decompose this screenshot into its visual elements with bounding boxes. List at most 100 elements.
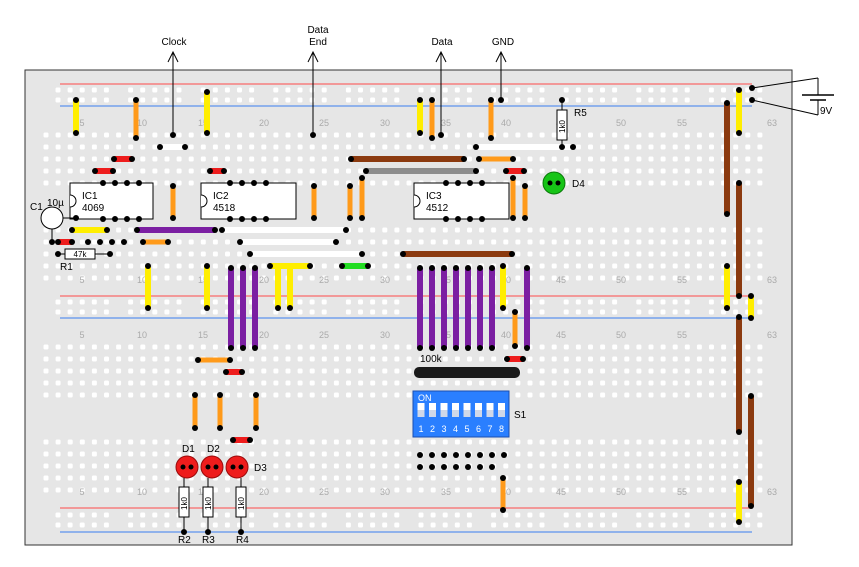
breadboard-hole <box>709 451 714 457</box>
breadboard-hole <box>370 251 376 257</box>
breadboard-hole <box>346 168 351 174</box>
breadboard-hole <box>757 356 763 362</box>
breadboard-hole <box>67 522 73 528</box>
breadboard-hole <box>333 275 339 281</box>
breadboard-hole <box>382 144 388 150</box>
breadboard-hole <box>116 344 122 350</box>
breadboard-hole <box>333 168 339 174</box>
connection-point <box>453 452 459 458</box>
breadboard-hole <box>624 356 630 362</box>
breadboard-hole <box>709 144 714 150</box>
breadboard-hole <box>588 380 593 386</box>
breadboard-hole <box>696 380 702 386</box>
connection-point <box>441 265 447 271</box>
connection-point <box>500 507 506 513</box>
breadboard-hole <box>285 522 291 528</box>
breadboard-hole <box>733 144 739 150</box>
breadboard-hole <box>563 251 569 257</box>
breadboard-hole <box>660 487 666 493</box>
connection-point <box>85 239 91 245</box>
breadboard-hole <box>648 380 654 386</box>
breadboard-hole <box>563 156 569 162</box>
breadboard-hole <box>479 356 485 362</box>
breadboard-hole <box>382 439 388 445</box>
breadboard-hole <box>104 239 109 245</box>
breadboard-hole <box>249 475 255 481</box>
battery-voltage-label: 9V <box>820 106 833 117</box>
breadboard-hole <box>660 309 666 315</box>
connection-point <box>223 369 229 375</box>
breadboard-hole <box>273 439 279 445</box>
breadboard-hole <box>55 463 61 469</box>
breadboard-hole <box>648 227 654 233</box>
breadboard-hole <box>91 309 97 315</box>
breadboard-hole <box>660 463 666 469</box>
breadboard-hole <box>588 144 593 150</box>
breadboard-hole <box>176 168 182 174</box>
breadboard-hole <box>91 380 97 386</box>
connection-point <box>73 215 79 221</box>
breadboard-hole <box>358 227 364 233</box>
connection-point <box>92 168 98 174</box>
connection-point <box>489 452 495 458</box>
breadboard-hole <box>261 344 267 350</box>
breadboard-hole <box>79 156 85 162</box>
breadboard-hole <box>55 309 61 315</box>
breadboard-hole <box>358 97 363 103</box>
breadboard-hole <box>140 168 146 174</box>
breadboard-hole <box>382 227 388 233</box>
connection-point <box>520 356 526 362</box>
connection-point <box>219 227 225 233</box>
breadboard-hole <box>672 344 678 350</box>
breadboard-hole <box>600 275 606 281</box>
breadboard-hole <box>370 309 376 315</box>
breadboard-hole <box>515 487 521 493</box>
breadboard-hole <box>648 97 654 103</box>
breadboard-hole <box>575 87 581 93</box>
breadboard-hole <box>152 144 158 150</box>
breadboard-hole <box>696 368 702 374</box>
col-num: 20 <box>259 118 269 128</box>
breadboard-hole <box>358 275 364 281</box>
connection-point <box>477 345 483 351</box>
breadboard-hole <box>200 368 206 374</box>
breadboard-hole <box>454 380 460 386</box>
breadboard-hole <box>55 263 61 269</box>
breadboard-hole <box>249 368 255 374</box>
breadboard-hole <box>757 168 763 174</box>
breadboard-hole <box>600 263 606 269</box>
breadboard-hole <box>358 309 363 315</box>
breadboard-hole <box>491 356 497 362</box>
breadboard-hole <box>672 299 678 305</box>
connection-point <box>524 265 530 271</box>
breadboard-hole <box>79 309 85 315</box>
breadboard-hole <box>587 512 593 518</box>
breadboard-hole <box>394 439 400 445</box>
breadboard-hole <box>636 227 642 233</box>
breadboard-hole <box>188 263 194 269</box>
breadboard-hole <box>563 463 569 469</box>
breadboard-hole <box>527 168 533 174</box>
breadboard-hole <box>733 451 739 457</box>
breadboard-hole <box>140 356 146 362</box>
breadboard-hole <box>273 463 279 469</box>
breadboard-hole <box>43 132 49 138</box>
breadboard-hole <box>648 344 654 350</box>
breadboard-hole <box>394 239 400 245</box>
breadboard-hole <box>43 356 49 362</box>
breadboard-hole <box>708 512 714 518</box>
breadboard-hole <box>261 356 267 362</box>
breadboard-hole <box>128 487 134 493</box>
connection-point <box>429 464 435 470</box>
breadboard-hole <box>249 463 255 469</box>
breadboard-hole <box>382 487 388 493</box>
breadboard-hole <box>249 168 255 174</box>
breadboard-hole <box>200 439 206 445</box>
connection-point <box>429 452 435 458</box>
breadboard-hole <box>588 239 593 245</box>
breadboard-hole <box>406 380 412 386</box>
connection-point <box>488 135 494 141</box>
breadboard-hole <box>152 168 158 174</box>
